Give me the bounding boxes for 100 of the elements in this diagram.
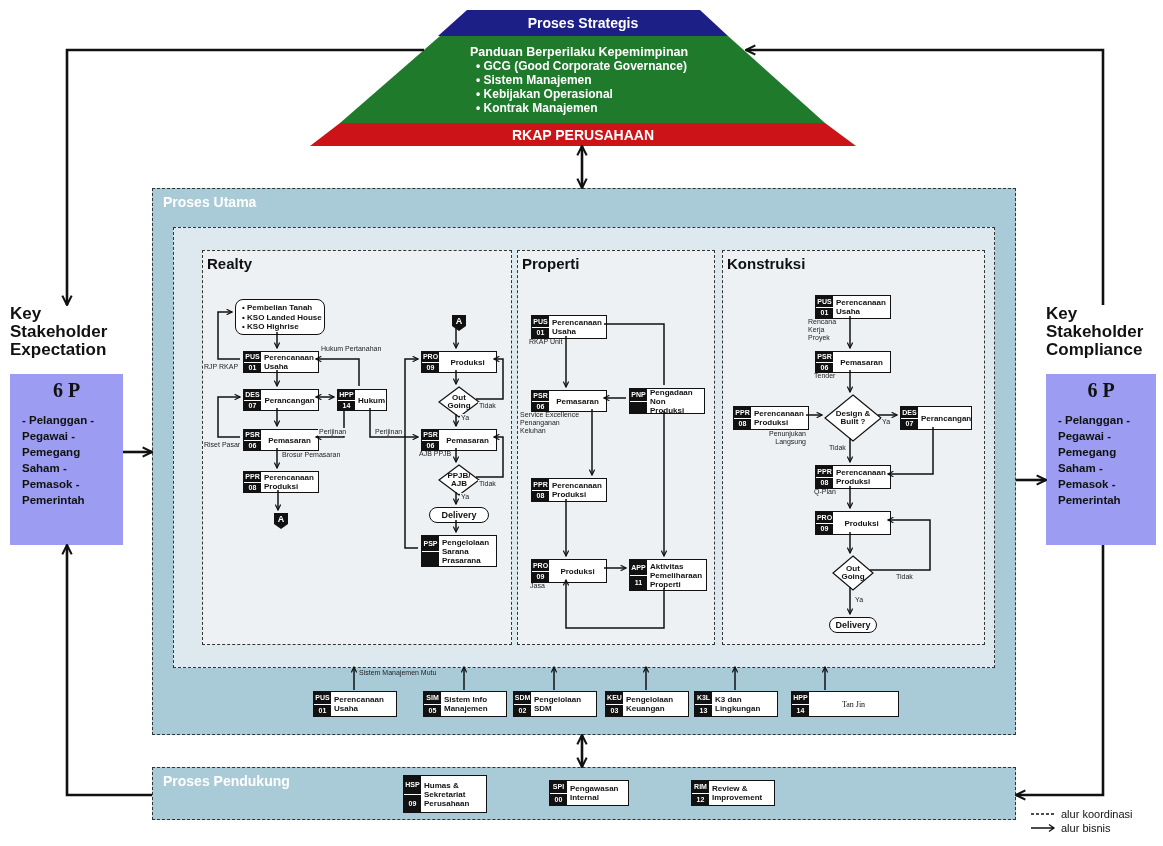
stakeholder-card: [10, 305, 123, 545]
bullet-item: • GCG (Good Corporate Governance): [475, 58, 687, 73]
arrow: [660, 410, 668, 557]
arrow: [273, 447, 281, 469]
arrow: [452, 327, 460, 349]
section-heading: Konstruksi: [727, 255, 806, 272]
process-panel: [202, 250, 512, 645]
stakeholder-heading: Key Stakeholder Expectation: [10, 305, 109, 361]
stakeholder-card: [1046, 305, 1156, 545]
process-box: [733, 406, 809, 430]
process-label: Pengelolaan Keuangan: [625, 694, 675, 715]
process-box: [421, 429, 497, 451]
decision-diamond: [825, 395, 881, 441]
process-label: Humas & Sekretariat Perusahaan: [423, 779, 471, 810]
bullet-item: • Sistem Manajemen: [475, 72, 592, 87]
process-label: Perencanaan Produksi: [551, 480, 603, 501]
decision-diamond: [439, 387, 479, 417]
legend-label: alur koordinasi: [1061, 808, 1133, 820]
process-label: Perencanaan Usaha: [263, 352, 315, 372]
arrow: [846, 586, 854, 615]
process-label: Pemasaran: [267, 434, 312, 447]
arrow: [273, 369, 281, 387]
decision-label: PPJB/ AJB: [446, 471, 472, 489]
stakeholder-list: - Pelanggan - Pegawai - Pemegang Saham -Pemasok -Pemerintah: [1058, 412, 1142, 508]
arrow: [805, 411, 823, 419]
arrow: [744, 44, 1105, 305]
process-label: Perencanaan Produksi: [835, 467, 887, 488]
dashed-frame: [173, 227, 995, 668]
process-box: [815, 295, 891, 319]
arrow: [562, 498, 570, 557]
group-title: 6 P: [1086, 379, 1116, 402]
arrow: [877, 411, 898, 419]
connector-letter: A: [277, 514, 285, 524]
bullet-item: • Kebijakan Operasional: [475, 86, 613, 101]
process-box: [815, 465, 891, 489]
arrow: [273, 407, 281, 427]
connector-letter: A: [455, 316, 463, 326]
process-box: [549, 780, 629, 806]
arrow: [562, 335, 570, 388]
arrow: [603, 394, 627, 402]
arrow: [731, 666, 739, 691]
arrow: [61, 543, 152, 797]
terminal-pill: [829, 617, 877, 633]
process-box: [791, 691, 899, 717]
process-box: [423, 691, 507, 717]
double-arrow: [576, 144, 588, 190]
arrow: [460, 666, 468, 691]
connector-badge: [274, 513, 288, 529]
section-heading: Proses Pendukung: [163, 773, 290, 789]
process-label: Produksi: [449, 356, 486, 369]
terminal-label: Delivery: [441, 510, 477, 520]
process-label: Perencanaan Produksi: [263, 472, 315, 492]
process-box: [531, 315, 607, 339]
band-title: RKAP PERUSAHAAN: [511, 127, 655, 142]
process-label: Hukum: [357, 394, 387, 407]
arrow: [315, 355, 360, 387]
arrow: [217, 308, 241, 360]
decision-label: Design & Built ?: [835, 409, 871, 427]
double-arrow: [576, 733, 588, 769]
process-label: Pengawasan Internal: [569, 783, 620, 804]
process-area: [152, 188, 1016, 735]
process-box: [337, 389, 387, 411]
process-label: Pengadaan Non Produksi: [649, 389, 694, 413]
process-label: Pengelolaan Sarana Prasarana: [441, 536, 491, 566]
stakeholder-heading: Key Stakeholder Compliance: [1046, 305, 1145, 361]
arrow: [603, 564, 627, 572]
process-box: [694, 691, 778, 717]
process-label: Produksi: [843, 517, 880, 530]
arrow: [475, 355, 504, 400]
arrow: [274, 489, 282, 511]
process-box: [531, 478, 607, 502]
arrow: [273, 331, 281, 349]
decision-label: Out Going: [446, 393, 472, 411]
process-box: [243, 351, 319, 373]
process-box: [421, 351, 497, 373]
process-box: [815, 351, 891, 373]
arrow: [404, 355, 419, 549]
terminal-label: Delivery: [835, 620, 871, 630]
arrow: [452, 447, 460, 463]
process-box: [531, 559, 607, 583]
arrow: [642, 666, 650, 691]
arrow: [846, 315, 854, 349]
process-area: [152, 767, 1016, 820]
arrow: [452, 413, 460, 427]
process-label: Perancangan: [920, 412, 973, 425]
process-label: Pemasaran: [555, 395, 600, 408]
process-label: Pengelolaan SDM: [533, 694, 583, 715]
connector-badge: [452, 315, 466, 331]
arrow: [61, 48, 424, 307]
arrow: [452, 369, 460, 385]
process-box: [629, 388, 705, 414]
process-label: Pemasaran: [445, 434, 490, 447]
arrow: [1014, 545, 1105, 801]
process-label: Perancangan: [263, 394, 316, 407]
connector-line: [603, 323, 665, 386]
process-box: [243, 471, 319, 493]
process-box: [243, 429, 319, 451]
terminal-pill: [429, 507, 489, 523]
process-label: Aktivitas Pemeliharaan Properti: [649, 560, 704, 590]
process-label: Produksi: [559, 565, 596, 578]
